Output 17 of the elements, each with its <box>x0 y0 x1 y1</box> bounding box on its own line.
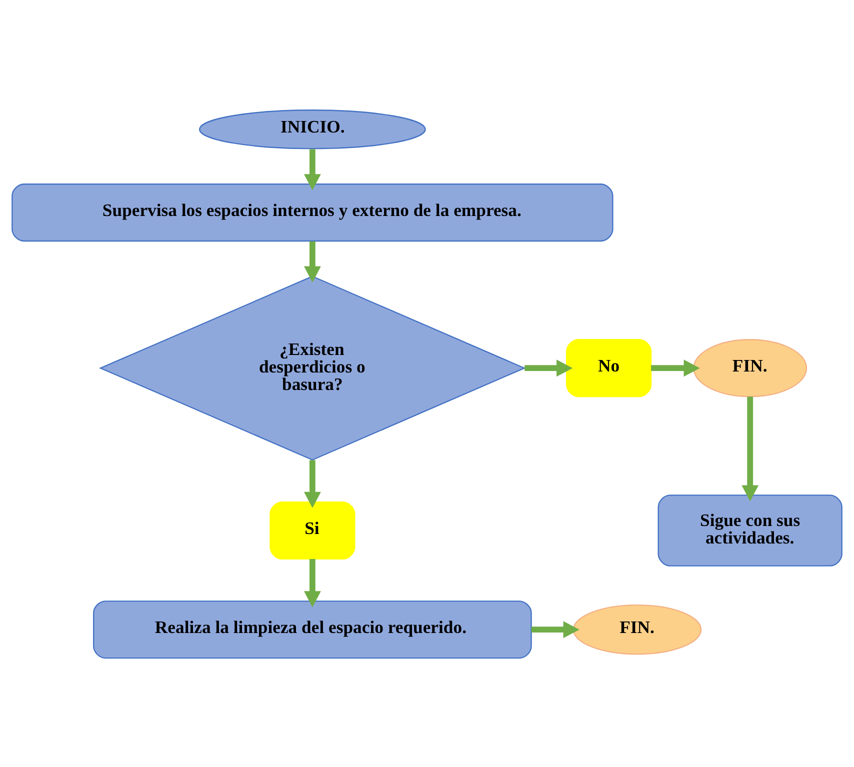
arrow <box>651 359 700 376</box>
node-box: Sigue con sus actividades. <box>658 494 842 566</box>
node-box: No <box>566 338 652 397</box>
arrow <box>531 620 580 638</box>
node-box: Si <box>270 500 356 560</box>
node-diamond: ¿Existen desperdicios o basura? <box>98 275 526 460</box>
node-ellipse: INICIO. <box>199 109 426 149</box>
node-box: Supervisa los espacios internos y externo de la empresa. <box>12 183 614 242</box>
arrow <box>304 558 321 607</box>
node-ellipse: FIN. <box>572 604 702 654</box>
node-box: Realiza la limpieza del espacio requerido. <box>93 600 532 658</box>
arrow <box>304 148 321 190</box>
node-ellipse: FIN. <box>693 338 808 397</box>
arrow <box>524 359 573 376</box>
arrow <box>304 460 321 508</box>
arrow <box>304 240 321 282</box>
arrow <box>742 396 759 501</box>
